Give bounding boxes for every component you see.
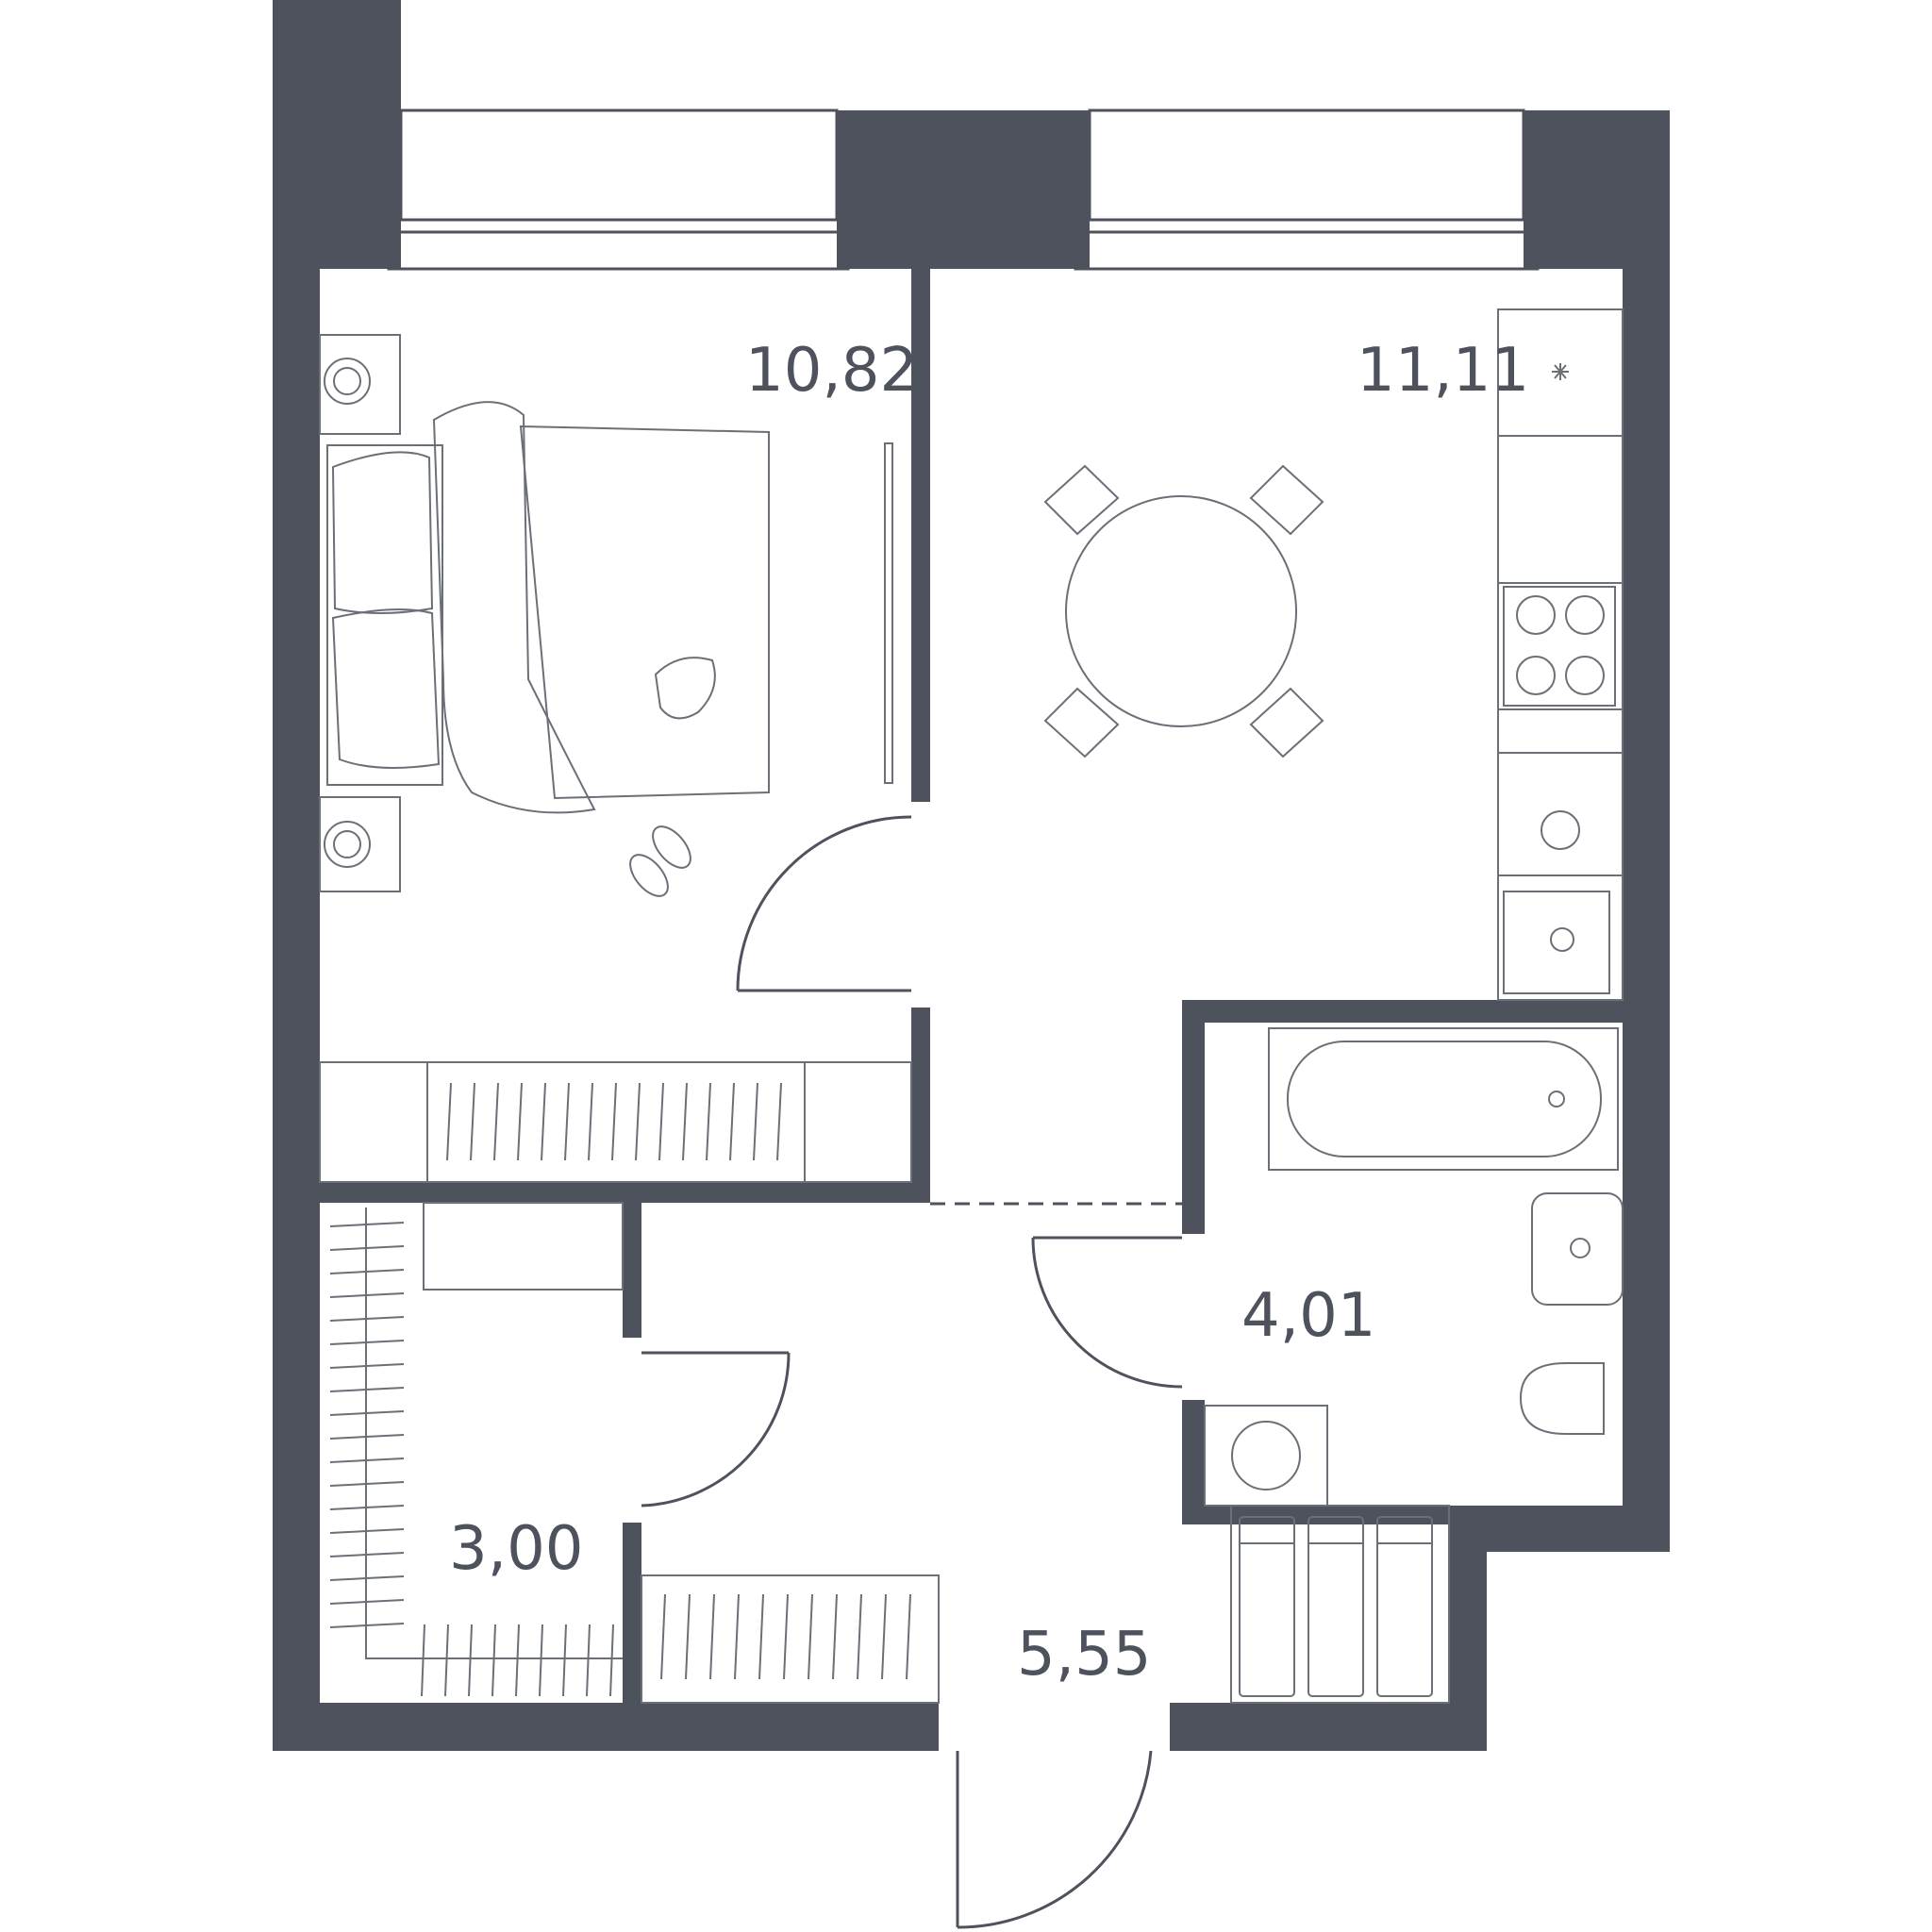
hanger-line (515, 1624, 520, 1697)
hanger-line (562, 1624, 567, 1697)
hanger-line (468, 1624, 473, 1697)
hanger-line (329, 1434, 405, 1440)
hanger-line (753, 1082, 758, 1161)
hanger-line (517, 1082, 523, 1161)
hanger-line (564, 1082, 570, 1161)
hall-closet-hangers (660, 1593, 911, 1680)
bedroom-furniture (319, 334, 912, 1183)
hanger-line (470, 1082, 475, 1161)
bedroom-closet-hangers (446, 1082, 782, 1161)
hanger-line (808, 1593, 813, 1680)
hanger-line (660, 1593, 666, 1680)
hanger-line (682, 1082, 688, 1161)
doors (641, 815, 1183, 1929)
hanger-line (706, 1082, 711, 1161)
hanger-line (329, 1575, 405, 1581)
walls (273, 0, 1670, 1751)
hanger-line (588, 1082, 593, 1161)
hanger-line (329, 1222, 405, 1227)
hanger-line (444, 1624, 449, 1697)
wardrobe-hangers (329, 1222, 614, 1697)
hall-furniture (365, 1202, 1450, 1704)
hanger-line (906, 1593, 911, 1680)
hanger-line (493, 1082, 499, 1161)
kitchen-furniture (1043, 308, 1624, 1001)
hanger-line (709, 1593, 715, 1680)
hanger-line (329, 1505, 405, 1510)
hanger-line (329, 1292, 405, 1298)
area-label-wardrobe: 3,00 (449, 1514, 584, 1584)
hanger-line (783, 1593, 789, 1680)
hanger-line (758, 1593, 764, 1680)
hanger-line (329, 1387, 405, 1392)
area-label-bathroom: 4,01 (1241, 1281, 1376, 1351)
hanger-line (446, 1082, 452, 1161)
hanger-line (729, 1082, 735, 1161)
hanger-line (539, 1624, 543, 1697)
hanger-line (832, 1593, 838, 1680)
hanger-line (541, 1082, 546, 1161)
area-label-bedroom: 10,82 (745, 336, 918, 406)
area-label-hallway: 5,55 (1017, 1620, 1152, 1690)
hanger-line (329, 1623, 405, 1628)
windows (387, 108, 1540, 271)
hanger-line (491, 1624, 496, 1697)
hanger-line (329, 1528, 405, 1534)
hanger-line (329, 1363, 405, 1369)
hanger-line (329, 1410, 405, 1416)
hanger-line (658, 1082, 664, 1161)
hanger-line (329, 1552, 405, 1557)
hanger-line (857, 1593, 862, 1680)
hanger-line (685, 1593, 691, 1680)
hanger-line (329, 1316, 405, 1322)
hanger-line (421, 1624, 425, 1697)
hanger-line (734, 1593, 740, 1680)
hanger-line (609, 1624, 614, 1697)
hanger-line (329, 1599, 405, 1605)
hanger-line (329, 1340, 405, 1345)
bathroom-furniture (1204, 1027, 1624, 1507)
hanger-line (635, 1082, 641, 1161)
hanger-line (329, 1457, 405, 1463)
hanger-line (329, 1481, 405, 1487)
hanger-line (329, 1245, 405, 1251)
hanger-line (329, 1269, 405, 1274)
hanger-line (881, 1593, 887, 1680)
hanger-line (586, 1624, 591, 1697)
area-label-kitchen: 11,11 (1357, 336, 1529, 406)
hanger-line (611, 1082, 617, 1161)
hanger-line (776, 1082, 782, 1161)
